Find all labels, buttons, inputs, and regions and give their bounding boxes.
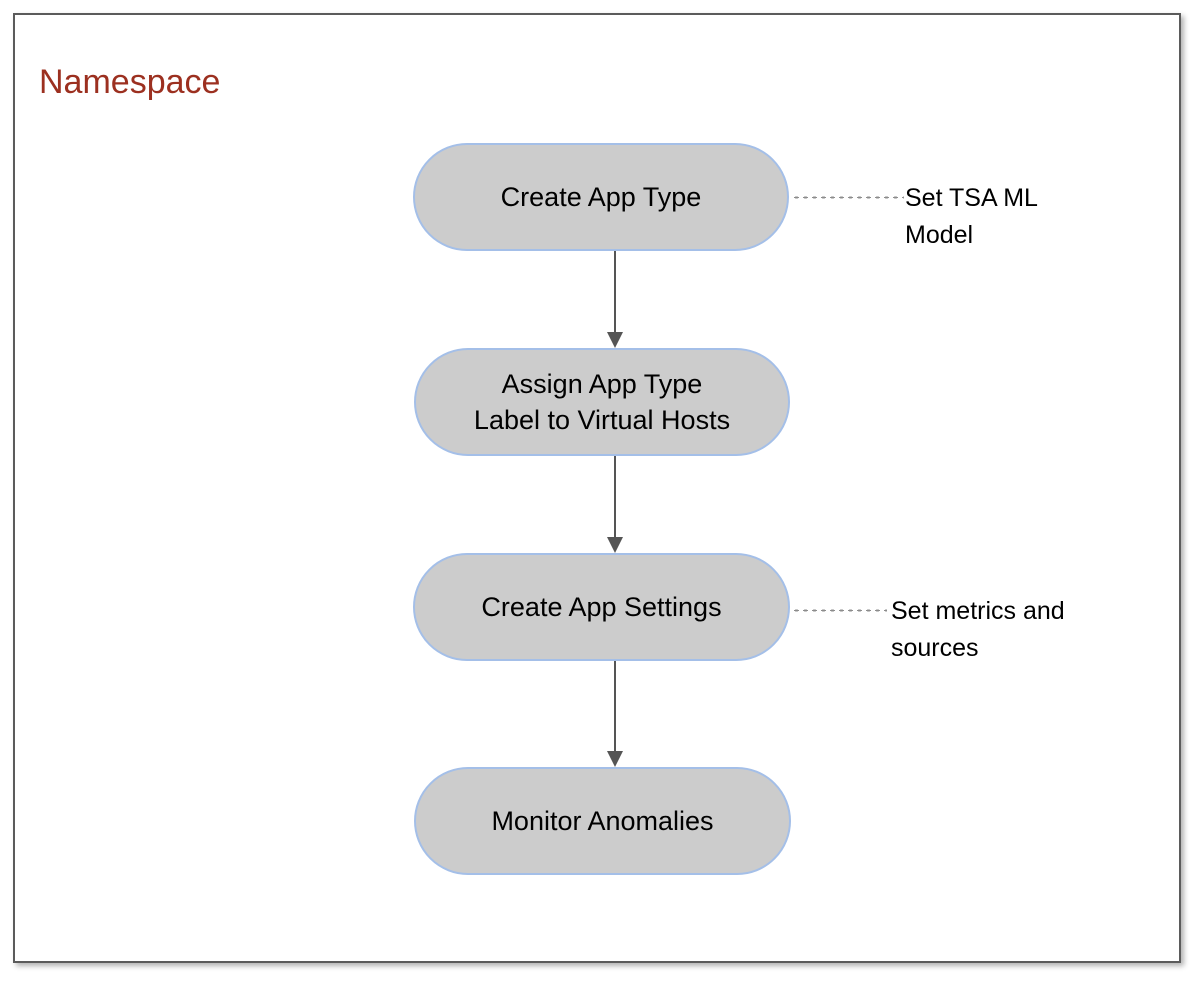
arrow-head (607, 751, 623, 767)
arrow-head (607, 537, 623, 553)
dotted-connector-line (792, 609, 887, 612)
flow-arrow-down-icon (600, 251, 630, 348)
flow-arrow-down-icon (600, 661, 630, 767)
flow-node-label: Create App Settings (481, 592, 722, 622)
namespace-diagram-frame: Namespace Create App Type Assign App Typ… (13, 13, 1181, 963)
flow-arrow-down-icon (600, 456, 630, 553)
namespace-title: Namespace (39, 63, 221, 101)
flow-node-create-app-type[interactable]: Create App Type (413, 143, 789, 251)
flow-node-label: Assign App Type Label to Virtual Hosts (473, 369, 731, 435)
flow-node-create-app-settings[interactable]: Create App Settings (413, 553, 790, 661)
annotation-set-metrics-and-sources: Set metrics and sources (891, 597, 1065, 662)
arrow-shaft (614, 251, 616, 332)
flow-node-label: Create App Type (500, 182, 702, 212)
arrow-head (607, 332, 623, 348)
dotted-connector-line (792, 196, 904, 199)
arrow-shaft (614, 661, 616, 751)
flow-node-label: Monitor Anomalies (491, 806, 714, 836)
flow-node-monitor-anomalies[interactable]: Monitor Anomalies (414, 767, 791, 875)
flow-node-assign-app-type[interactable]: Assign App Type Label to Virtual Hosts (414, 348, 790, 456)
annotation-set-tsa-ml-model: Set TSA ML Model (905, 184, 1038, 249)
arrow-shaft (614, 456, 616, 537)
